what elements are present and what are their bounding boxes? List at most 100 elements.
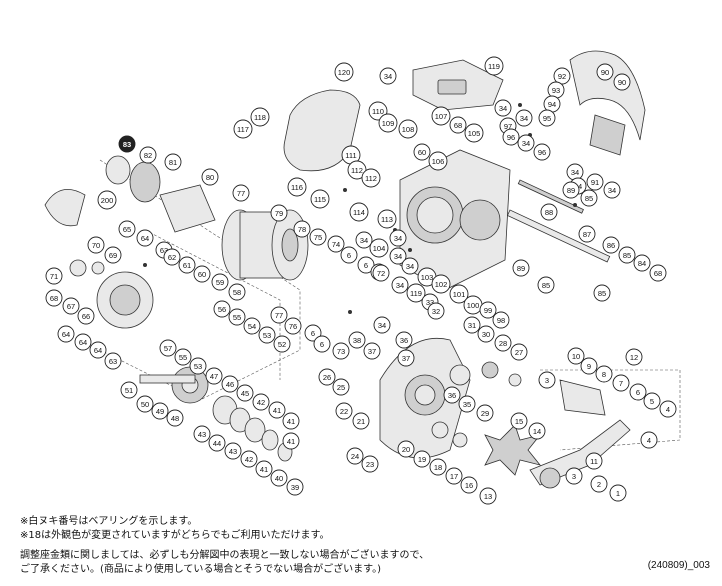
svg-text:2: 2 — [597, 480, 601, 489]
note-apology: ご了承ください。(商品により使用している場合とそうでない場合がございます。) — [20, 564, 382, 575]
callout-34: 34 — [391, 276, 409, 294]
callout-98: 98 — [492, 311, 510, 329]
callout-62: 62 — [163, 248, 181, 266]
svg-text:79: 79 — [275, 209, 283, 218]
callout-4: 4 — [659, 400, 677, 418]
side-plate-left — [69, 259, 154, 329]
svg-text:36: 36 — [400, 336, 408, 345]
callout-32: 32 — [427, 302, 445, 320]
callout-10: 10 — [567, 347, 585, 365]
callout-24: 24 — [346, 447, 364, 465]
callout-63: 63 — [104, 352, 122, 370]
svg-text:34: 34 — [396, 281, 404, 290]
callout-37: 37 — [397, 349, 415, 367]
svg-text:80: 80 — [206, 173, 214, 182]
svg-text:119: 119 — [410, 289, 422, 298]
svg-text:64: 64 — [94, 346, 102, 355]
svg-text:49: 49 — [156, 407, 164, 416]
callout-25: 25 — [332, 378, 350, 396]
svg-text:16: 16 — [465, 481, 473, 490]
svg-text:35: 35 — [463, 400, 471, 409]
callout-107: 107 — [431, 106, 451, 126]
svg-text:28: 28 — [499, 339, 507, 348]
callout-6: 6 — [313, 335, 331, 353]
svg-text:119: 119 — [488, 62, 500, 71]
svg-text:8: 8 — [602, 370, 606, 379]
callout-84: 84 — [633, 254, 651, 272]
callout-64: 64 — [89, 341, 107, 359]
callout-48: 48 — [166, 409, 184, 427]
callout-46: 46 — [221, 375, 239, 393]
callout-29: 29 — [476, 404, 494, 422]
svg-text:74: 74 — [332, 240, 340, 249]
callout-44: 44 — [208, 434, 226, 452]
svg-text:114: 114 — [353, 208, 365, 217]
callout-79: 79 — [270, 204, 288, 222]
svg-text:13: 13 — [484, 492, 492, 501]
callout-89: 89 — [512, 259, 530, 277]
callout-53: 53 — [189, 357, 207, 375]
svg-text:53: 53 — [194, 362, 202, 371]
svg-text:105: 105 — [468, 129, 481, 138]
svg-text:110: 110 — [372, 107, 384, 116]
svg-text:34: 34 — [499, 104, 507, 113]
svg-text:69: 69 — [109, 251, 117, 260]
callout-47: 47 — [205, 367, 223, 385]
svg-text:112: 112 — [351, 166, 363, 175]
callout-64: 64 — [57, 325, 75, 343]
svg-text:29: 29 — [481, 409, 489, 418]
svg-text:115: 115 — [314, 195, 326, 204]
svg-text:30: 30 — [482, 330, 490, 339]
svg-text:104: 104 — [373, 244, 386, 253]
svg-text:41: 41 — [287, 417, 295, 426]
callout-105: 105 — [464, 123, 484, 143]
svg-text:118: 118 — [254, 113, 266, 122]
callout-113: 113 — [377, 209, 397, 229]
callout-73: 73 — [332, 342, 350, 360]
callout-57: 57 — [159, 339, 177, 357]
callout-43: 43 — [193, 425, 211, 443]
callout-34: 34 — [373, 316, 391, 334]
svg-text:96: 96 — [538, 148, 546, 157]
callout-102: 102 — [431, 274, 451, 294]
svg-text:46: 46 — [226, 380, 234, 389]
svg-text:41: 41 — [287, 437, 295, 446]
callout-200: 200 — [97, 190, 117, 210]
svg-text:27: 27 — [515, 348, 523, 357]
svg-text:66: 66 — [82, 312, 90, 321]
svg-text:111: 111 — [345, 151, 356, 160]
svg-text:26: 26 — [323, 373, 331, 382]
callout-45: 45 — [236, 384, 254, 402]
callout-12: 12 — [625, 348, 643, 366]
svg-text:70: 70 — [92, 241, 100, 250]
callout-5: 5 — [643, 392, 661, 410]
svg-text:89: 89 — [517, 264, 525, 273]
svg-text:34: 34 — [608, 186, 616, 195]
svg-text:3: 3 — [545, 376, 549, 385]
svg-text:9: 9 — [587, 362, 591, 371]
callout-8: 8 — [595, 365, 613, 383]
svg-text:34: 34 — [384, 72, 392, 81]
svg-text:92: 92 — [558, 72, 566, 81]
svg-text:94: 94 — [548, 100, 556, 109]
callout-30: 30 — [477, 325, 495, 343]
svg-text:106: 106 — [432, 157, 445, 166]
callout-96: 96 — [533, 143, 551, 161]
callout-54: 54 — [243, 317, 261, 335]
callout-51: 51 — [120, 381, 138, 399]
svg-text:89: 89 — [567, 186, 575, 195]
svg-text:77: 77 — [237, 189, 245, 198]
callout-36: 36 — [395, 331, 413, 349]
svg-text:15: 15 — [515, 417, 523, 426]
callout-68: 68 — [45, 289, 63, 307]
callout-61: 61 — [178, 256, 196, 274]
svg-text:42: 42 — [257, 398, 265, 407]
callout-50: 50 — [136, 395, 154, 413]
note-bearing: ※白ヌキ番号はベアリングを示します。 — [20, 516, 198, 527]
callout-93: 93 — [547, 81, 565, 99]
callout-86: 86 — [602, 236, 620, 254]
callout-34: 34 — [603, 181, 621, 199]
svg-text:63: 63 — [160, 246, 168, 255]
callout-67: 67 — [62, 297, 80, 315]
callout-55: 55 — [228, 308, 246, 326]
